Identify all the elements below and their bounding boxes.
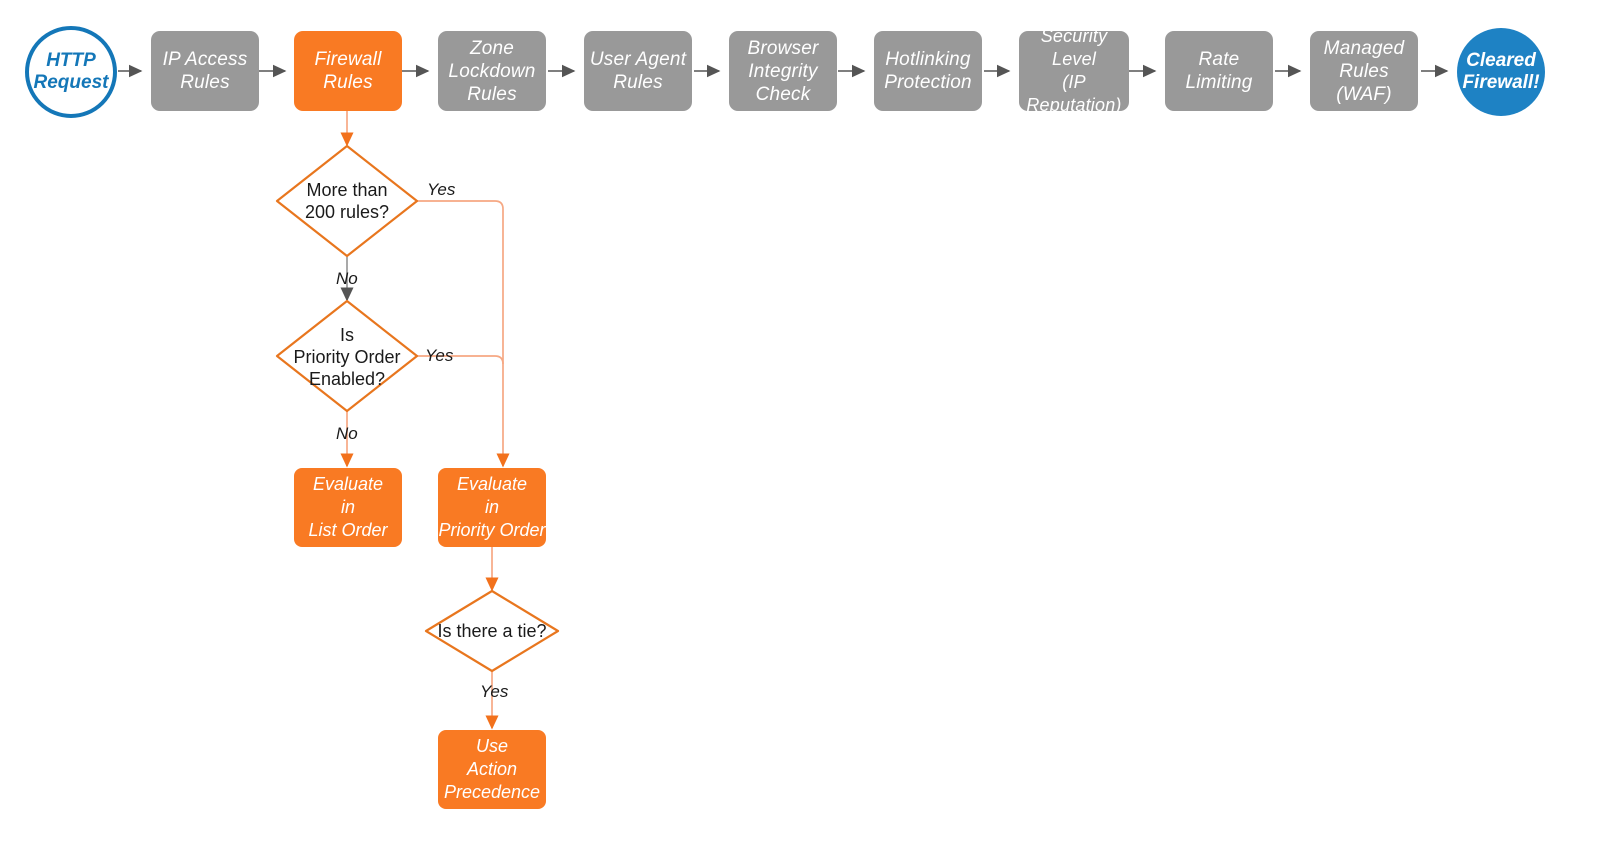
node-hotlinking-protection[interactable]: Hotlinking Protection: [874, 31, 982, 111]
decision-more-than-200-rules[interactable]: More than 200 rules?: [277, 171, 417, 231]
edge-label-yes-more-than-200-rules: Yes: [427, 180, 456, 199]
node-http-request[interactable]: HTTP Request: [25, 26, 117, 118]
node-label: Zone Lockdown Rules: [448, 37, 536, 105]
edge-label-no-priority-order-enabled: No: [336, 424, 358, 443]
node-zone-lockdown-rules[interactable]: Zone Lockdown Rules: [438, 31, 546, 111]
node-label: Managed Rules (WAF): [1323, 37, 1405, 105]
node-label: Use Action Precedence: [443, 736, 541, 802]
node-cleared-firewall[interactable]: Cleared Firewall!: [1457, 28, 1545, 116]
node-evaluate-in-priority-order[interactable]: Evaluate in Priority Order: [438, 468, 546, 547]
node-label: Browser Integrity Check: [747, 37, 819, 105]
edge-label-yes-is-there-a-tie: Yes: [480, 682, 509, 701]
node-managed-rules-waf[interactable]: Managed Rules (WAF): [1310, 31, 1418, 111]
decision-is-there-a-tie[interactable]: Is there a tie?: [418, 615, 566, 647]
edge-label-no-more-than-200-rules: No: [336, 269, 358, 288]
node-label: Security Level (IP Reputation): [1026, 26, 1122, 115]
decision-label: Is Priority Order Enabled?: [293, 325, 401, 389]
node-label: Evaluate in List Order: [308, 474, 388, 540]
node-label: User Agent Rules: [589, 49, 687, 93]
node-firewall-rules[interactable]: Firewall Rules: [294, 31, 402, 111]
node-user-agent-rules[interactable]: User Agent Rules: [584, 31, 692, 111]
node-label: IP Access Rules: [162, 49, 248, 93]
node-label: Firewall Rules: [314, 49, 382, 93]
node-use-action-precedence[interactable]: Use Action Precedence: [438, 730, 546, 809]
node-label: Cleared Firewall!: [1462, 50, 1540, 93]
node-security-level[interactable]: Security Level (IP Reputation): [1019, 26, 1129, 115]
node-rate-limiting[interactable]: Rate Limiting: [1165, 31, 1273, 111]
node-label: HTTP Request: [33, 50, 109, 93]
node-browser-integrity-check[interactable]: Browser Integrity Check: [729, 31, 837, 111]
node-label: Hotlinking Protection: [884, 49, 972, 93]
node-evaluate-in-list-order[interactable]: Evaluate in List Order: [294, 468, 402, 547]
edge-label-yes-priority-order-enabled: Yes: [425, 346, 454, 365]
decision-is-priority-order-enabled[interactable]: Is Priority Order Enabled?: [269, 322, 425, 392]
decision-label: Is there a tie?: [437, 621, 547, 641]
node-label: Evaluate in Priority Order: [438, 474, 546, 540]
decision-label: More than 200 rules?: [304, 180, 390, 222]
node-label: Rate Limiting: [1185, 49, 1253, 93]
node-ip-access-rules[interactable]: IP Access Rules: [151, 31, 259, 111]
